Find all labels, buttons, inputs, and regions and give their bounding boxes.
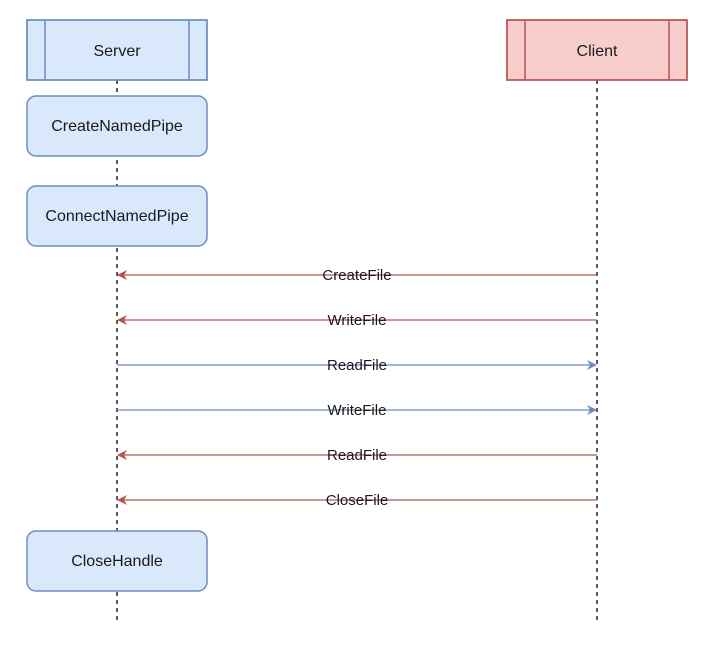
activation-label: CreateNamedPipe — [51, 118, 183, 135]
server-participant[interactable]: Server — [26, 19, 208, 81]
message-label: WriteFile — [328, 312, 387, 329]
activation-connect-named-pipe[interactable]: ConnectNamedPipe — [26, 185, 208, 247]
server-label: Server — [93, 43, 141, 60]
message-label: ReadFile — [327, 357, 387, 374]
message-close-file[interactable]: CloseFile — [117, 492, 597, 509]
message-create-file[interactable]: CreateFile — [117, 267, 597, 284]
message-label: CloseFile — [326, 492, 389, 509]
message-read-file-2[interactable]: ReadFile — [117, 447, 597, 464]
activation-create-named-pipe[interactable]: CreateNamedPipe — [26, 95, 208, 157]
client-label: Client — [577, 43, 618, 60]
activation-label: CloseHandle — [71, 553, 163, 570]
client-participant[interactable]: Client — [506, 19, 688, 81]
message-write-file-2[interactable]: WriteFile — [117, 402, 597, 419]
message-label: WriteFile — [328, 402, 387, 419]
activation-close-handle[interactable]: CloseHandle — [26, 530, 208, 592]
message-label: ReadFile — [327, 447, 387, 464]
activation-label: ConnectNamedPipe — [45, 208, 188, 225]
message-write-file[interactable]: WriteFile — [117, 312, 597, 329]
message-label: CreateFile — [322, 267, 391, 284]
message-read-file[interactable]: ReadFile — [117, 357, 597, 374]
